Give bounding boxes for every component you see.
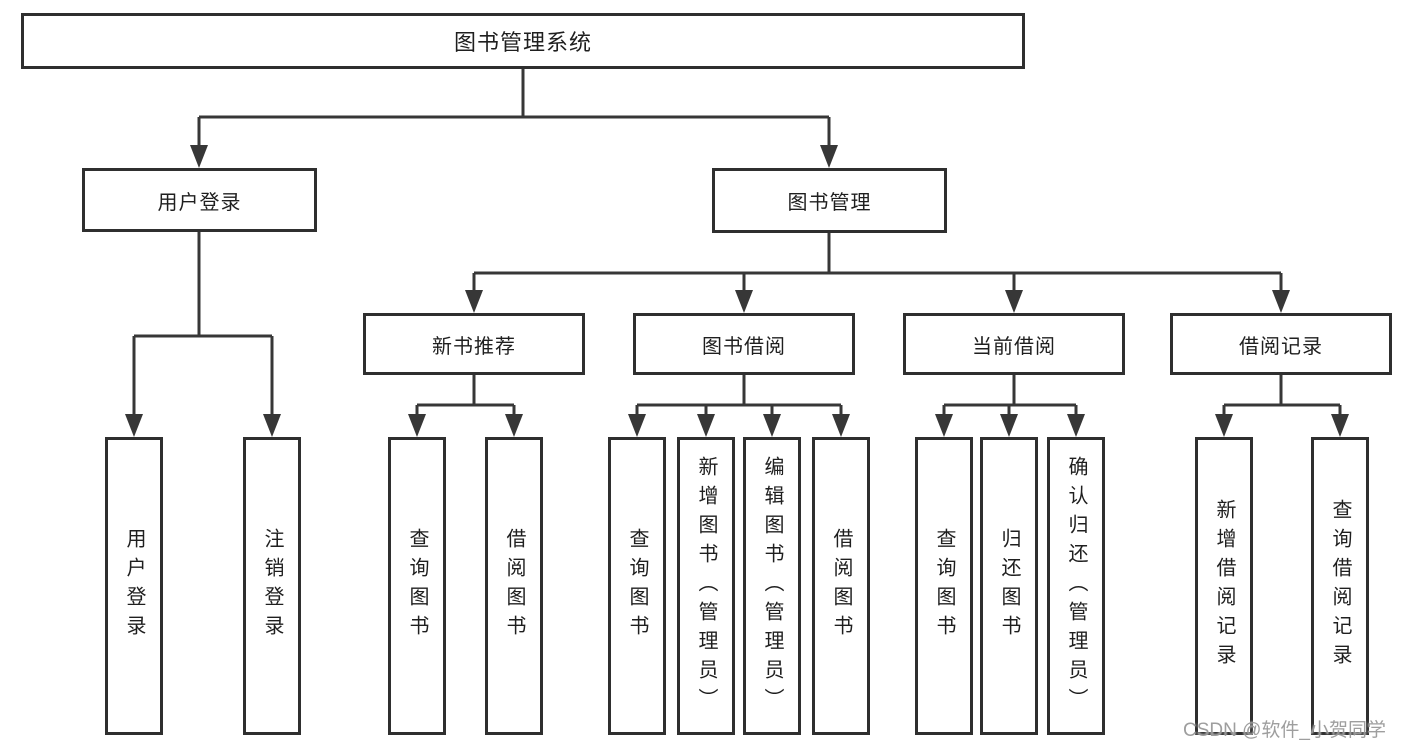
leaf-edit-book-admin: 编辑图书（管理员） [743, 437, 801, 735]
leaf-label: 确认归还（管理员） [1065, 455, 1087, 717]
leaf-label: 查询借阅记录 [1329, 499, 1351, 673]
node-book-management: 图书管理 [712, 168, 947, 233]
node-current-borrowing: 当前借阅 [903, 313, 1125, 375]
leaf-add-borrow-record: 新增借阅记录 [1195, 437, 1253, 735]
node-book-borrowing: 图书借阅 [633, 313, 855, 375]
leaf-query-borrow-record: 查询借阅记录 [1311, 437, 1369, 735]
node-user-login: 用户登录 [82, 168, 317, 232]
node-borrowing-records: 借阅记录 [1170, 313, 1392, 375]
leaf-label: 查询图书 [933, 528, 955, 644]
leaf-label: 查询图书 [626, 528, 648, 644]
leaf-query-books-recommend: 查询图书 [388, 437, 446, 735]
leaf-borrow-books-recommend: 借阅图书 [485, 437, 543, 735]
leaf-label: 查询图书 [406, 528, 428, 644]
leaf-label: 借阅图书 [830, 528, 852, 644]
leaf-user-login: 用户登录 [105, 437, 163, 735]
leaf-label: 新增图书（管理员） [695, 455, 717, 717]
leaf-label: 新增借阅记录 [1213, 499, 1235, 673]
leaf-logout-login: 注销登录 [243, 437, 301, 735]
leaf-confirm-return-admin: 确认归还（管理员） [1047, 437, 1105, 735]
leaf-add-book-admin: 新增图书（管理员） [677, 437, 735, 735]
node-root: 图书管理系统 [21, 13, 1025, 69]
leaf-label: 用户登录 [123, 528, 145, 644]
leaf-return-books: 归还图书 [980, 437, 1038, 735]
leaf-query-books-current: 查询图书 [915, 437, 973, 735]
node-new-book-recommend: 新书推荐 [363, 313, 585, 375]
leaf-query-books-borrowing: 查询图书 [608, 437, 666, 735]
leaf-label: 注销登录 [261, 528, 283, 644]
leaf-label: 借阅图书 [503, 528, 525, 644]
leaf-borrow-books: 借阅图书 [812, 437, 870, 735]
watermark: CSDN @软件_小贺同学 [1183, 720, 1386, 741]
leaf-label: 归还图书 [998, 528, 1020, 644]
arrowheads [125, 145, 1349, 437]
leaf-label: 编辑图书（管理员） [761, 455, 783, 717]
